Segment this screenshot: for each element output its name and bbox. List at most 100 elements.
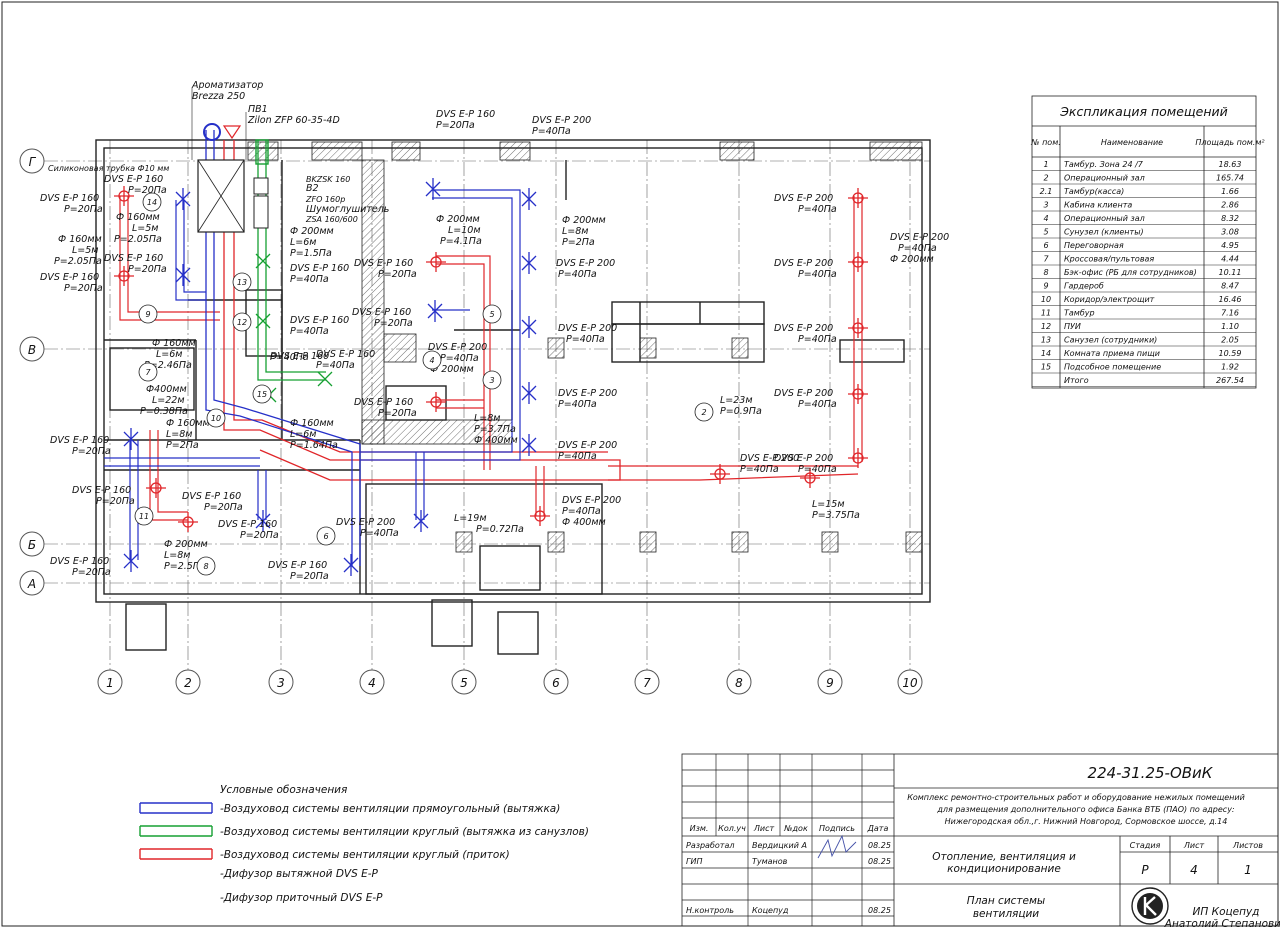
section-title: кондиционирование <box>947 863 1061 875</box>
stamp-role: ГИП <box>686 857 702 866</box>
room-number: 10 <box>211 414 221 423</box>
diffuser-label: DVS E-P 200 <box>558 323 617 334</box>
duct-pressure: P=2.46Па <box>144 360 192 371</box>
axis-number-bubbles: 1 2 3 4 5 6 7 8 9 10 <box>97 669 923 695</box>
pressure-label: P=40Па <box>798 399 837 410</box>
diffuser-label: DVS E-P 160 <box>104 174 163 185</box>
room-number: 14 <box>147 198 157 207</box>
duct-length: L=10м <box>448 225 481 236</box>
axis-letter: Б <box>28 538 36 552</box>
axis-letter: А <box>27 577 36 591</box>
explication-cell-name: Комната приема пищи <box>1064 349 1160 358</box>
equipment-labels: Ароматизатор Brezza 250 ПВ1 Zilon ZFP 60… <box>48 80 389 224</box>
explication-cell-number: 11 <box>1041 309 1051 318</box>
exhaust-diffuser <box>123 178 537 576</box>
pressure-label: P=40Па <box>566 334 605 345</box>
diffuser-label: DVS E-P 200 <box>558 440 617 451</box>
diffuser-label: DVS E-P 200 <box>556 258 615 269</box>
pressure-label: P=40Па <box>270 352 309 363</box>
room-number: 11 <box>139 512 149 521</box>
stamp-role: Разработал <box>686 841 734 850</box>
explication-cell-name: ПУИ <box>1064 322 1081 331</box>
room-number: 15 <box>257 390 267 399</box>
explication-cell-number: 12 <box>1041 322 1051 331</box>
legend-exhaust: -Воздуховод системы вентиляции прямоугол… <box>220 803 560 815</box>
duct-diameter: Ф 200мм <box>164 539 208 550</box>
pressure-label: P=20Па <box>290 571 329 582</box>
pressure-label: P=20Па <box>204 502 243 513</box>
pressure-label: P=0.72Па <box>476 524 524 535</box>
diffuser-label: L=23м <box>720 395 753 406</box>
explication-cell-number: 7 <box>1043 255 1049 264</box>
explication-cell-area: 16.46 <box>1219 295 1242 304</box>
grid-axes: Г В Б А 1 2 3 4 5 6 7 8 9 10 <box>19 140 930 695</box>
explication-cell-area: 4.95 <box>1221 241 1239 250</box>
ahu-label: ПВ1 <box>248 104 268 115</box>
signature-mark <box>817 834 857 859</box>
pressure-label: P=40Па <box>798 334 837 345</box>
pressure-label: P=20Па <box>374 318 413 329</box>
explication-header-name: Наименование <box>1101 138 1163 147</box>
sheets-value: 1 <box>1244 863 1252 877</box>
explication-cell-number: 4 <box>1043 214 1048 223</box>
legend-sanitary: -Воздуховод системы вентиляции круглый (… <box>220 826 589 838</box>
stamp-col: Подпись <box>819 824 855 833</box>
axis-number: 5 <box>460 676 468 690</box>
sheet-title: вентиляции <box>973 908 1039 920</box>
stamp-person: Вердицкий А <box>752 841 807 850</box>
legend-sanitary-sample <box>139 825 213 837</box>
duct-pressure: P=2Па <box>166 440 199 451</box>
room-number: 6 <box>323 532 328 541</box>
legend-exhaust-sample <box>139 802 213 814</box>
stage-header: Стадия <box>1130 841 1161 850</box>
duct-length: L=6м <box>290 237 316 248</box>
room-number: 12 <box>237 318 247 327</box>
axis-number: 9 <box>826 676 834 690</box>
fan-label: В2 <box>306 183 319 194</box>
diffuser-label: DVS E-P 200 <box>740 453 799 464</box>
diffuser-label: DVS E-P 160 <box>50 556 109 567</box>
diffuser-label: DVS E-P 200 <box>774 258 833 269</box>
diffuser-label: DVS E-P 200 <box>774 388 833 399</box>
pressure-label: P=20Па <box>64 283 103 294</box>
duct-pressure: P=0.38Па <box>140 406 188 417</box>
plan-annotations: DVS E-P 160 P=20Па DVS E-P 160 P=20Па DV… <box>40 109 949 582</box>
diffuser-label: DVS E-P 200 <box>774 323 833 334</box>
stamp-col: №док <box>783 824 808 833</box>
silicone-tube-label: Силиконовая трубка Ф10 мм <box>48 164 169 173</box>
organization-owner: Анатолий Степанович <box>1164 918 1280 928</box>
stamp-date: 08.25 <box>868 841 891 850</box>
room-number: 4 <box>429 356 434 365</box>
legend-title: Условные обозначения <box>220 784 347 796</box>
duct-pressure: P=2Па <box>562 237 595 248</box>
stamp-col: Кол.уч <box>718 824 746 833</box>
duct-length: P=3.7Па <box>474 424 516 435</box>
diffuser-label: DVS E-P 160 <box>104 253 163 264</box>
company-logo <box>1131 887 1169 925</box>
pressure-label: P=20Па <box>378 408 417 419</box>
project-line: для размещения дополнительного офиса Бан… <box>936 805 1235 814</box>
stamp-col: Дата <box>867 824 889 833</box>
duct-length: P=40Па <box>562 506 601 517</box>
duct-diameter: L=8м <box>474 413 500 424</box>
muffler-label: Шумоглушитель <box>306 204 389 215</box>
explication-cell-name: Операционный зал <box>1064 214 1145 223</box>
explication-cell-area: 1.66 <box>1221 187 1239 196</box>
explication-cell-name: Тамбур. Зона 24 /7 <box>1064 160 1144 169</box>
diffuser-label: DVS E-P 160 <box>182 491 241 502</box>
diffuser-label: DVS E-P 200 <box>336 517 395 528</box>
duct-pressure: Ф 200мм <box>890 254 934 265</box>
axis-number: 4 <box>368 676 376 690</box>
explication-title: Экспликация помещений <box>1059 104 1228 119</box>
duct-length: L=22м <box>152 395 185 406</box>
diffuser-label: L=15м <box>812 499 845 510</box>
pressure-label: P=40Па <box>316 360 355 371</box>
diffuser-label: DVS E-P 200 <box>532 115 591 126</box>
axis-letter-bubbles: Г В Б А <box>19 148 45 596</box>
duct-diameter: Ф 160мм <box>116 212 160 223</box>
room-number: 2 <box>701 408 706 417</box>
duct-pressure: P=1.64Па <box>290 440 338 451</box>
